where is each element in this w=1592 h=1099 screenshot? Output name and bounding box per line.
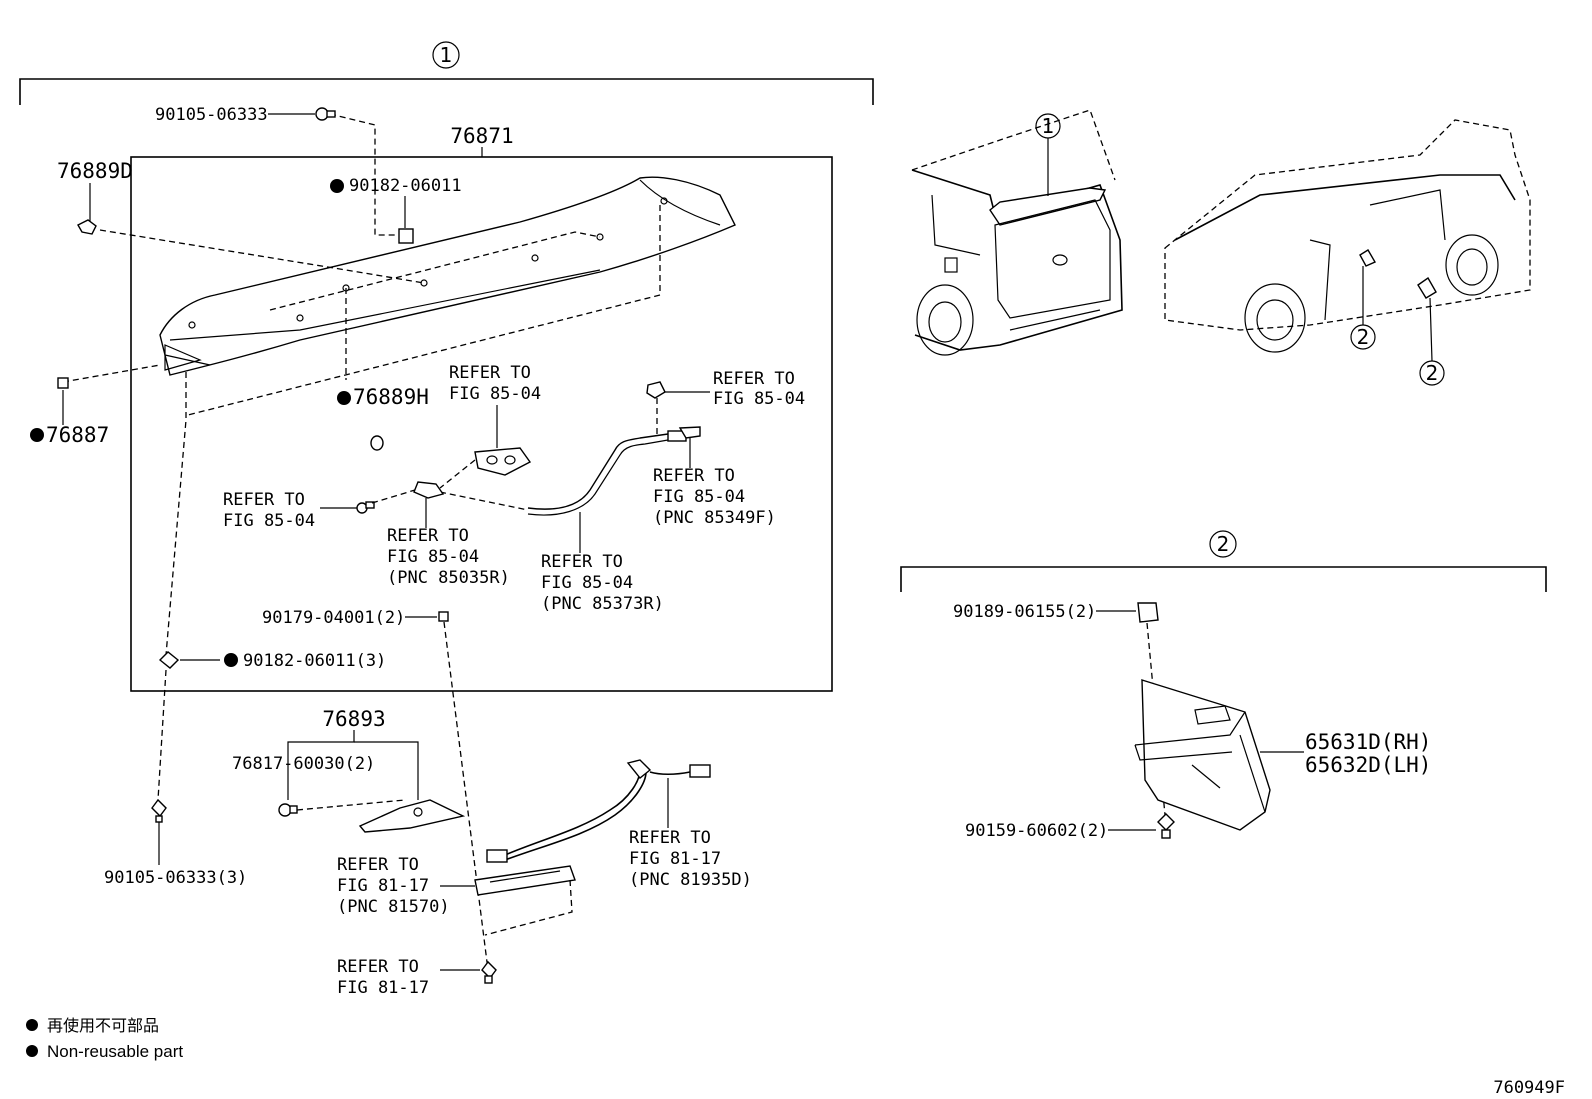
legend-dot-jp bbox=[26, 1019, 38, 1031]
label-76887: 76887 bbox=[46, 423, 109, 447]
section2-bracket: 2 bbox=[900, 530, 1547, 592]
label-76817-60030: 76817-60030(2) bbox=[232, 754, 375, 774]
car-side-view bbox=[1164, 119, 1531, 353]
label-76893: 76893 bbox=[322, 707, 385, 731]
label-90159-60602: 90159-60602(2) bbox=[965, 821, 1108, 841]
legend: 再使用不可部品 Non-reusable part bbox=[26, 1016, 183, 1061]
legend-dot-en bbox=[26, 1045, 38, 1057]
refer-note-8: REFER TO FIG 81-17 (PNC 81570) bbox=[337, 855, 450, 917]
label-90182-06011: 90182-06011 bbox=[349, 176, 462, 196]
section1-bracket: 1 bbox=[19, 41, 874, 105]
label-90182-06011-3: 90182-06011(3) bbox=[243, 651, 386, 671]
cover-plate bbox=[358, 799, 466, 833]
figure-id: 760949F bbox=[1493, 1078, 1565, 1098]
spoiler-dashed-leaders bbox=[62, 113, 661, 801]
clip-icon bbox=[1137, 602, 1159, 623]
clip-icon bbox=[278, 803, 298, 817]
non-reusable-dot bbox=[30, 428, 44, 442]
connector-block-icon bbox=[474, 447, 532, 476]
callout-2-car-a: 2 bbox=[1357, 325, 1370, 349]
non-reusable-dot bbox=[330, 179, 344, 193]
clip-icon bbox=[77, 219, 97, 235]
clip-icon bbox=[57, 377, 69, 389]
door-trim-bracket bbox=[1134, 679, 1271, 831]
callout-2-top: 2 bbox=[1217, 532, 1230, 556]
refer-note-4: REFER TO FIG 85-04 bbox=[223, 490, 315, 531]
washer-nozzle-icon bbox=[413, 481, 445, 499]
callout-1-car: 1 bbox=[1042, 114, 1055, 138]
refer-note-5: REFER TO FIG 85-04 (PNC 85035R) bbox=[387, 526, 510, 588]
grommet-clip-icon bbox=[646, 381, 666, 399]
refer-note-9: REFER TO FIG 81-17 bbox=[337, 957, 429, 998]
bolt-icon bbox=[356, 501, 375, 514]
nut-icon bbox=[398, 228, 414, 244]
label-76871: 76871 bbox=[450, 124, 513, 148]
label-90105-06333: 90105-06333 bbox=[155, 105, 268, 125]
grommet-icon bbox=[370, 435, 384, 451]
clip-icon bbox=[438, 611, 449, 622]
label-90189-06155: 90189-06155(2) bbox=[953, 602, 1096, 622]
high-mount-stop-lamp bbox=[474, 865, 576, 936]
bolt-icon bbox=[481, 960, 497, 984]
lamp-wire-harness bbox=[486, 759, 711, 863]
washer-hose bbox=[527, 426, 701, 516]
bolt-icon bbox=[315, 107, 336, 121]
refer-note-7: REFER TO FIG 81-17 (PNC 81935D) bbox=[629, 828, 752, 890]
rear-spoiler bbox=[159, 176, 736, 376]
label-65631D: 65631D(RH) bbox=[1305, 730, 1431, 754]
label-90179-04001: 90179-04001(2) bbox=[262, 608, 405, 628]
refer-note-3: REFER TO FIG 85-04 (PNC 85349F) bbox=[653, 466, 776, 528]
car-rear-view bbox=[911, 109, 1123, 356]
bolt-icon bbox=[151, 798, 167, 823]
refer-note-1: REFER TO FIG 85-04 bbox=[449, 363, 541, 404]
callout-1-top: 1 bbox=[440, 43, 453, 67]
refer-note-6: REFER TO FIG 85-04 (PNC 85373R) bbox=[541, 552, 664, 614]
refer-note-2: REFER TO FIG 85-04 bbox=[713, 369, 805, 409]
nut-icon bbox=[158, 651, 180, 669]
legend-en: Non-reusable part bbox=[47, 1042, 183, 1061]
callout-2-car-b: 2 bbox=[1426, 361, 1439, 385]
label-76889D: 76889D bbox=[57, 159, 133, 183]
label-65632D: 65632D(LH) bbox=[1305, 753, 1431, 777]
legend-jp: 再使用不可部品 bbox=[47, 1016, 159, 1035]
non-reusable-dot bbox=[337, 391, 351, 405]
non-reusable-dot bbox=[224, 653, 238, 667]
label-76889H: 76889H bbox=[353, 385, 429, 409]
screw-icon bbox=[1157, 813, 1175, 839]
label-90105-06333-3: 90105-06333(3) bbox=[104, 868, 247, 888]
